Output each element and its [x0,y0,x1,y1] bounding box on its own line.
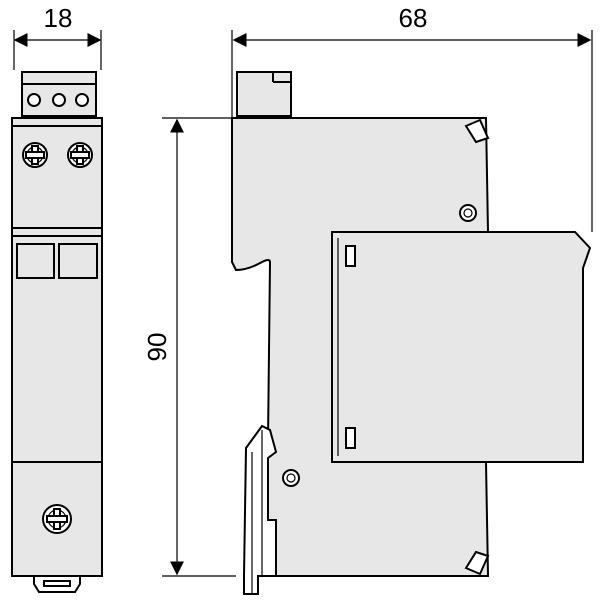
corner-clip-top [464,118,490,144]
front-din-clip-slot [43,580,71,587]
side-front-body [331,231,592,463]
vent-slot-upper [345,245,356,267]
height-dimension-label: 90 [142,333,172,362]
front-window-right [58,243,98,279]
front-din-clip [33,575,81,593]
height-dimension: 90 [142,117,236,577]
side-terminal-block [236,71,292,117]
terminal-hole-icon [75,93,89,107]
screw-icon [22,142,48,168]
front-window-left [16,243,55,279]
terminal-hole-icon [52,93,66,107]
terminal-hole-icon [27,93,41,107]
front-view: 18 [11,3,103,593]
width-dimension-label: 18 [44,3,73,33]
corner-clip-bottom [464,550,490,576]
vent-slot-lower [345,427,356,449]
screw-icon [42,504,72,534]
rivet-icon [282,469,300,487]
screw-icon [67,142,93,168]
side-view: 68 [231,3,593,595]
rivet-icon [459,204,477,222]
depth-dimension-label: 68 [399,3,428,33]
